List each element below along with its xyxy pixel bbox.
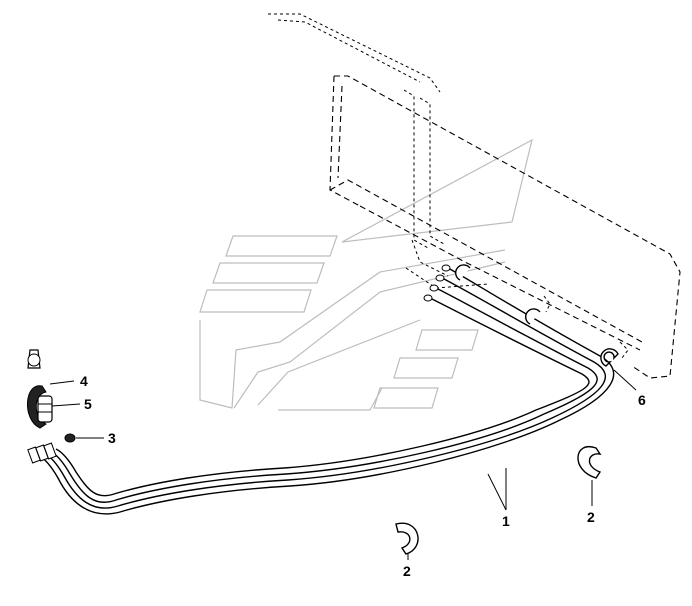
hose-clip-2-right <box>577 445 602 479</box>
callout-5: 5 <box>84 396 92 412</box>
hydraulic-hose-bundle <box>27 264 615 515</box>
hose-clip-6 <box>600 348 619 367</box>
seal-3 <box>64 433 76 443</box>
coupler-body-5 <box>37 395 53 423</box>
quick-coupler-parts <box>27 349 76 443</box>
hose-clip-upper <box>454 264 541 325</box>
leader-lines <box>49 369 637 560</box>
callout-3: 3 <box>108 430 116 446</box>
callout-2-right: 2 <box>587 509 595 525</box>
machine-frame-outline <box>268 13 681 379</box>
callout-6: 6 <box>638 392 646 408</box>
callout-1: 1 <box>502 513 510 529</box>
callout-2-bottom: 2 <box>403 563 411 579</box>
watermark-logo <box>199 138 533 411</box>
hose-clip-2-bottom <box>395 522 419 555</box>
callout-4: 4 <box>80 373 88 389</box>
